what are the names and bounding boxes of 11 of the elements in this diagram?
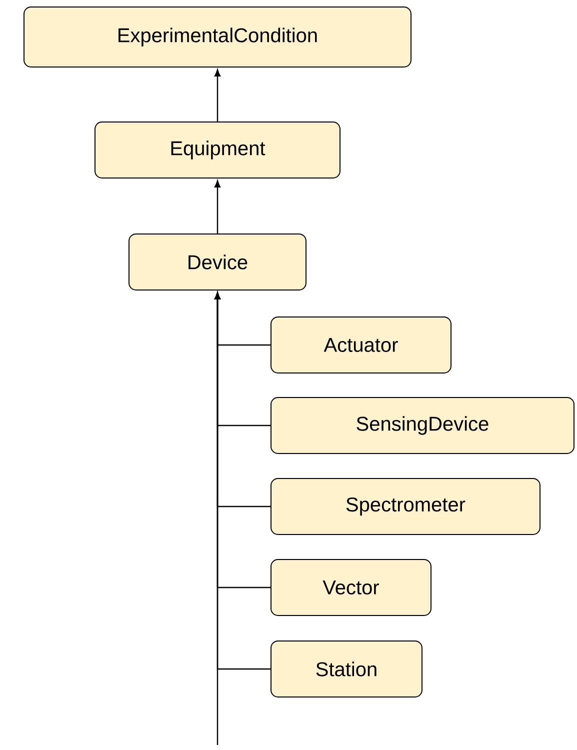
arrow [214, 69, 221, 122]
arrow [214, 180, 221, 234]
class-box: Vector [270, 559, 432, 616]
class-box: Station [270, 640, 422, 698]
class-box: Actuator [270, 316, 452, 374]
arrow [214, 292, 221, 745]
class-box: Device [128, 234, 306, 290]
class-box: SensingDevice [270, 397, 574, 454]
class-box: Spectrometer [270, 478, 540, 535]
class-box: ExperimentalCondition [24, 6, 412, 68]
class-box: Equipment [94, 122, 340, 178]
